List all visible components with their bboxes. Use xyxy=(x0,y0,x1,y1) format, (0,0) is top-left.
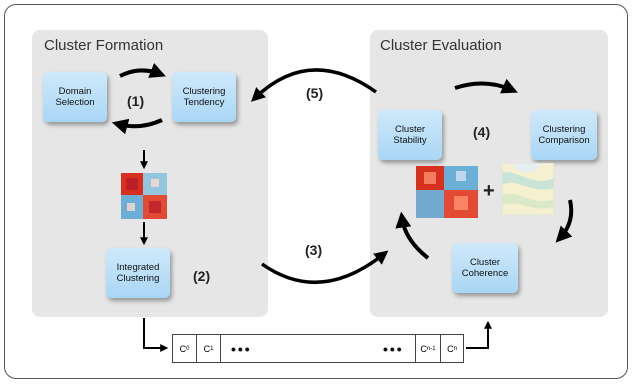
cluster-evaluation-title: Cluster Evaluation xyxy=(380,37,502,54)
arrow-cycle-left xyxy=(395,211,430,260)
connector-sequence-to-evaluation xyxy=(466,320,492,349)
clustering-tendency-node: Clustering Tendency xyxy=(172,72,236,122)
domain-selection-node: Domain Selection xyxy=(43,72,107,122)
arrow-step-3 xyxy=(260,250,389,284)
step-3-label: (3) xyxy=(305,242,323,258)
arrow-tendency-to-domain xyxy=(111,118,163,135)
sequence-ellipsis-left: ••• xyxy=(231,341,252,357)
cluster-stability-node: Cluster Stability xyxy=(378,110,442,160)
step-1-label: (1) xyxy=(127,93,145,109)
comparison-heatmap xyxy=(502,163,554,215)
sequence-ellipsis-right: ••• xyxy=(383,341,404,357)
step-2-label: (2) xyxy=(193,268,211,284)
step-5-label: (5) xyxy=(306,85,324,101)
arrow-cycle-right xyxy=(555,199,574,243)
stability-heatmap xyxy=(416,166,478,218)
integrated-clustering-node: Integrated Clustering xyxy=(106,248,170,298)
arrow-domain-to-tendency xyxy=(119,63,166,78)
step-4-label: (4) xyxy=(473,124,491,140)
cluster-coherence-node: Cluster Coherence xyxy=(452,243,518,293)
arrow-step-5 xyxy=(250,68,378,102)
arrow-cycle-top xyxy=(454,78,518,94)
similarity-heatmap xyxy=(121,173,167,219)
plus-sign: + xyxy=(483,180,495,202)
clustering-comparison-node: Clustering Comparison xyxy=(531,110,597,160)
connector-formation-to-sequence xyxy=(143,318,169,352)
cluster-formation-title: Cluster Formation xyxy=(44,37,164,54)
